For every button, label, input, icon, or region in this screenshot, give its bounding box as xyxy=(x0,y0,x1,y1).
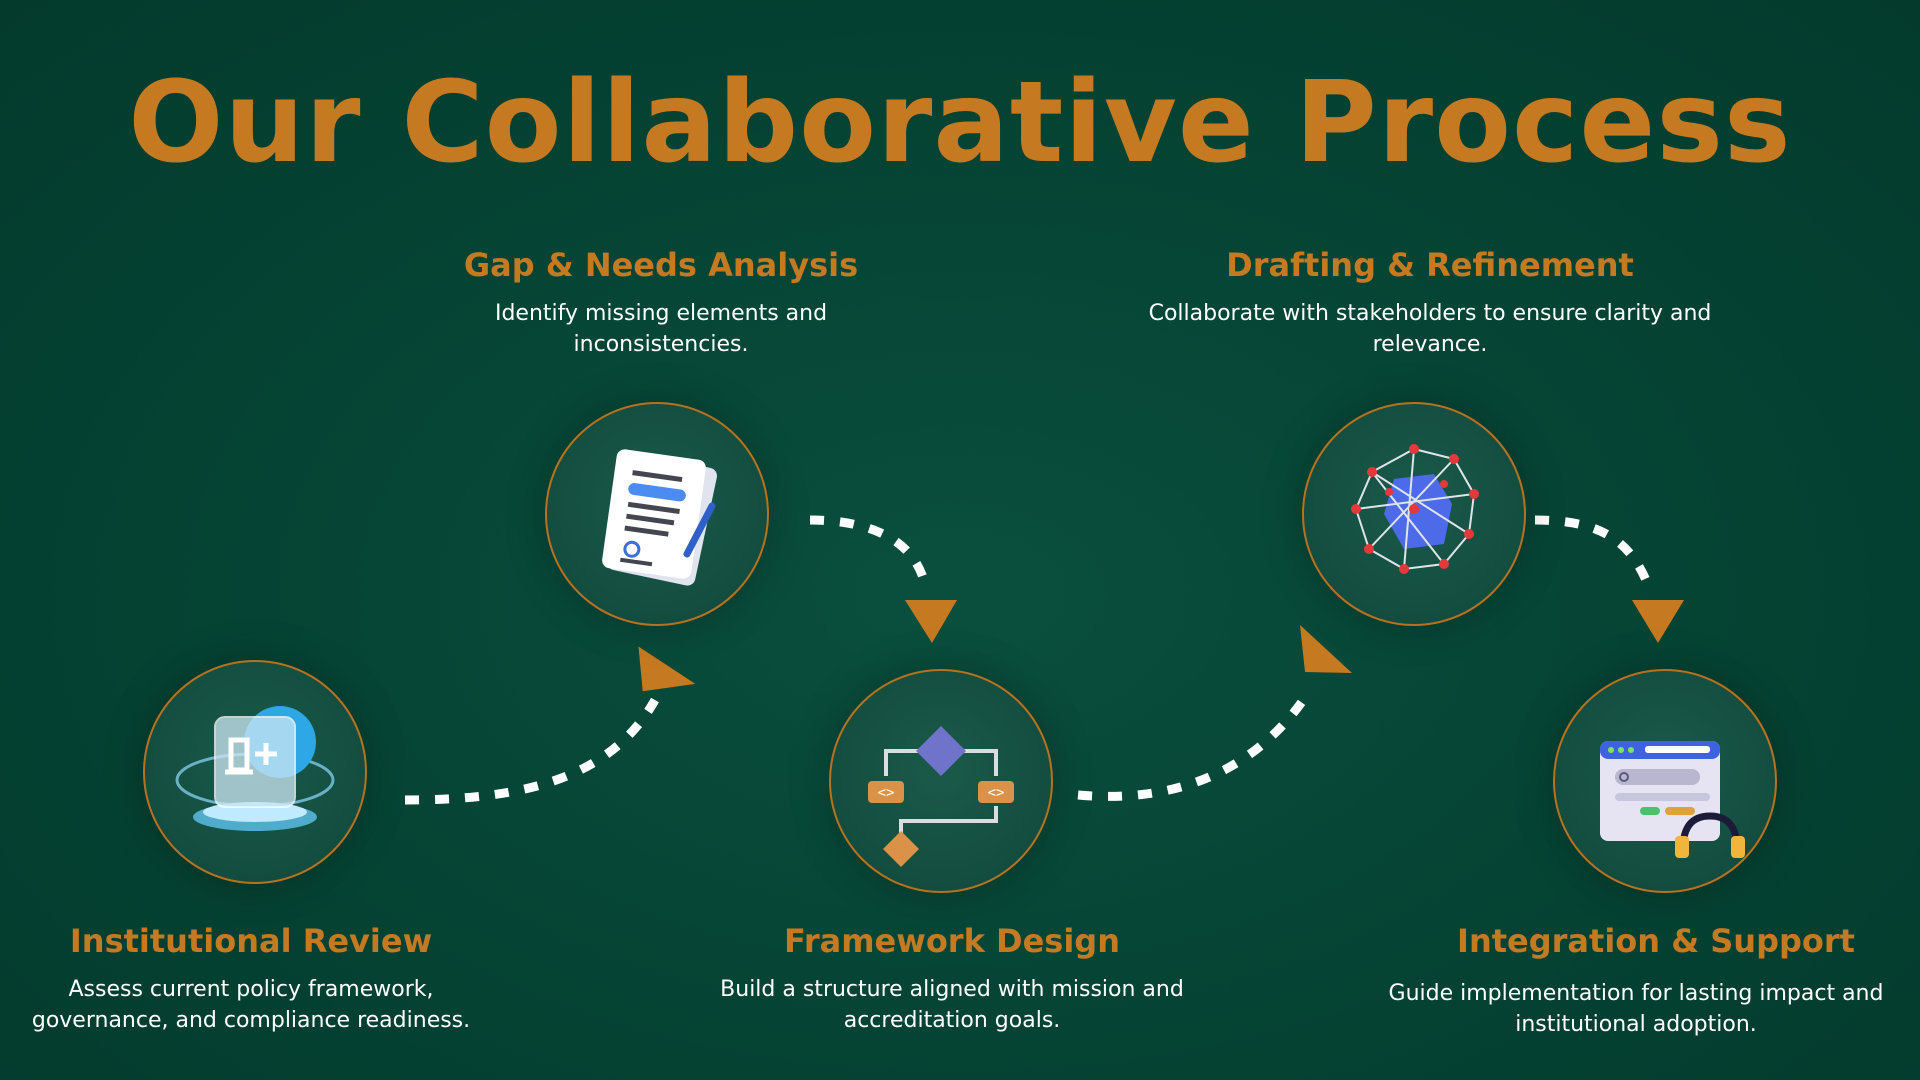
page-title: Our Collaborative Process xyxy=(128,58,1792,188)
connector-1-2 xyxy=(404,697,659,805)
step-3-title: Framework Design xyxy=(784,922,1120,960)
connector-2-3 xyxy=(809,515,930,587)
arrowhead-3-4 xyxy=(1300,625,1352,673)
step-2-description: Identify missing elements and inconsiste… xyxy=(494,301,828,357)
step-3-description: Build a structure aligned with mission a… xyxy=(720,977,1184,1033)
connector-4-5 xyxy=(1534,515,1653,587)
arrowhead-4-5 xyxy=(1632,600,1684,643)
step-1-title: Institutional Review xyxy=(69,922,433,960)
svg-text:<>: <> xyxy=(878,785,895,801)
step-2-title: Gap & Needs Analysis xyxy=(463,246,859,284)
step-5-description: Guide implementation for lasting impact … xyxy=(1388,981,1884,1037)
signed-document-icon xyxy=(602,449,718,586)
connector-3-4 xyxy=(1077,687,1314,801)
arrowhead-1-2 xyxy=(638,646,696,692)
step-4-description: Collaborate with stakeholders to ensure … xyxy=(1148,301,1712,357)
step-5-icon-circle xyxy=(1553,669,1777,893)
step-4-title: Drafting & Refinement xyxy=(1226,246,1634,284)
network-cube-icon xyxy=(1351,444,1479,574)
step-1-description: Assess current policy framework, governa… xyxy=(31,977,471,1033)
step-4-icon-circle xyxy=(1302,402,1526,626)
svg-text:<>: <> xyxy=(988,785,1005,801)
support-window-icon xyxy=(1600,741,1745,858)
glass-plus-badge-icon xyxy=(175,706,335,831)
step-5-title: Integration & Support xyxy=(1457,922,1855,960)
step-3-icon-circle: <> <> xyxy=(829,669,1053,893)
arrowhead-2-3 xyxy=(905,600,957,643)
step-1-icon-circle xyxy=(143,660,367,884)
step-2-icon-circle xyxy=(545,402,769,626)
flowchart-icon: <> <> xyxy=(868,726,1014,867)
